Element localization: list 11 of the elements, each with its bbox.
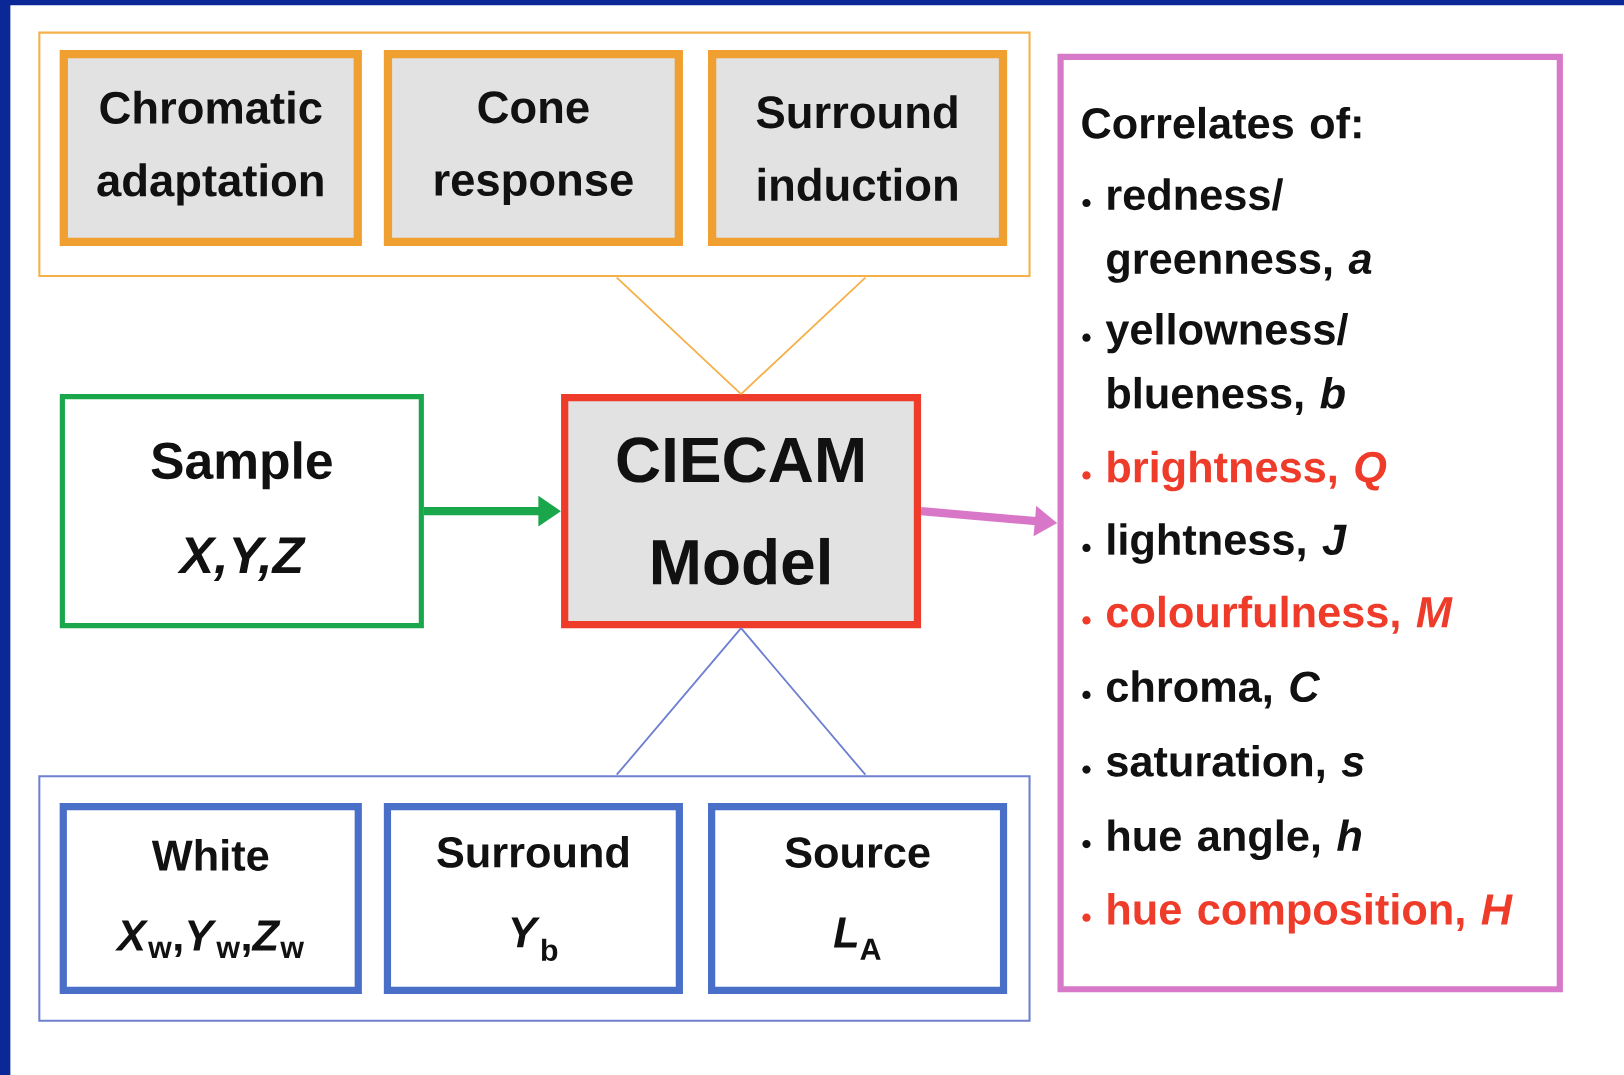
parameter-box: White X$_{w}$,Y$_{w}$,Z$_{w}$ (59, 803, 362, 994)
process-box: Surround induction (708, 50, 1008, 247)
process-box: Cone response (383, 50, 683, 247)
input-box: Sample X,Y,Z (59, 394, 424, 629)
model-box: CIECAM Model (561, 394, 922, 629)
process-box: Chromatic adaptation (59, 50, 362, 247)
output-list-box: Correlates of: redness/ greenness, a yellowness/ blueness, b brightness, Q lightness, J colourfulness, M chroma, C saturation, s hue angle, h hue composition, H (1057, 53, 1563, 993)
connector-line (615, 276, 867, 395)
connector-line (615, 627, 867, 776)
parameter-box: Source L$_{A}$ (708, 803, 1008, 994)
parameter-box: Surround Y$_{b}$ (383, 803, 683, 994)
